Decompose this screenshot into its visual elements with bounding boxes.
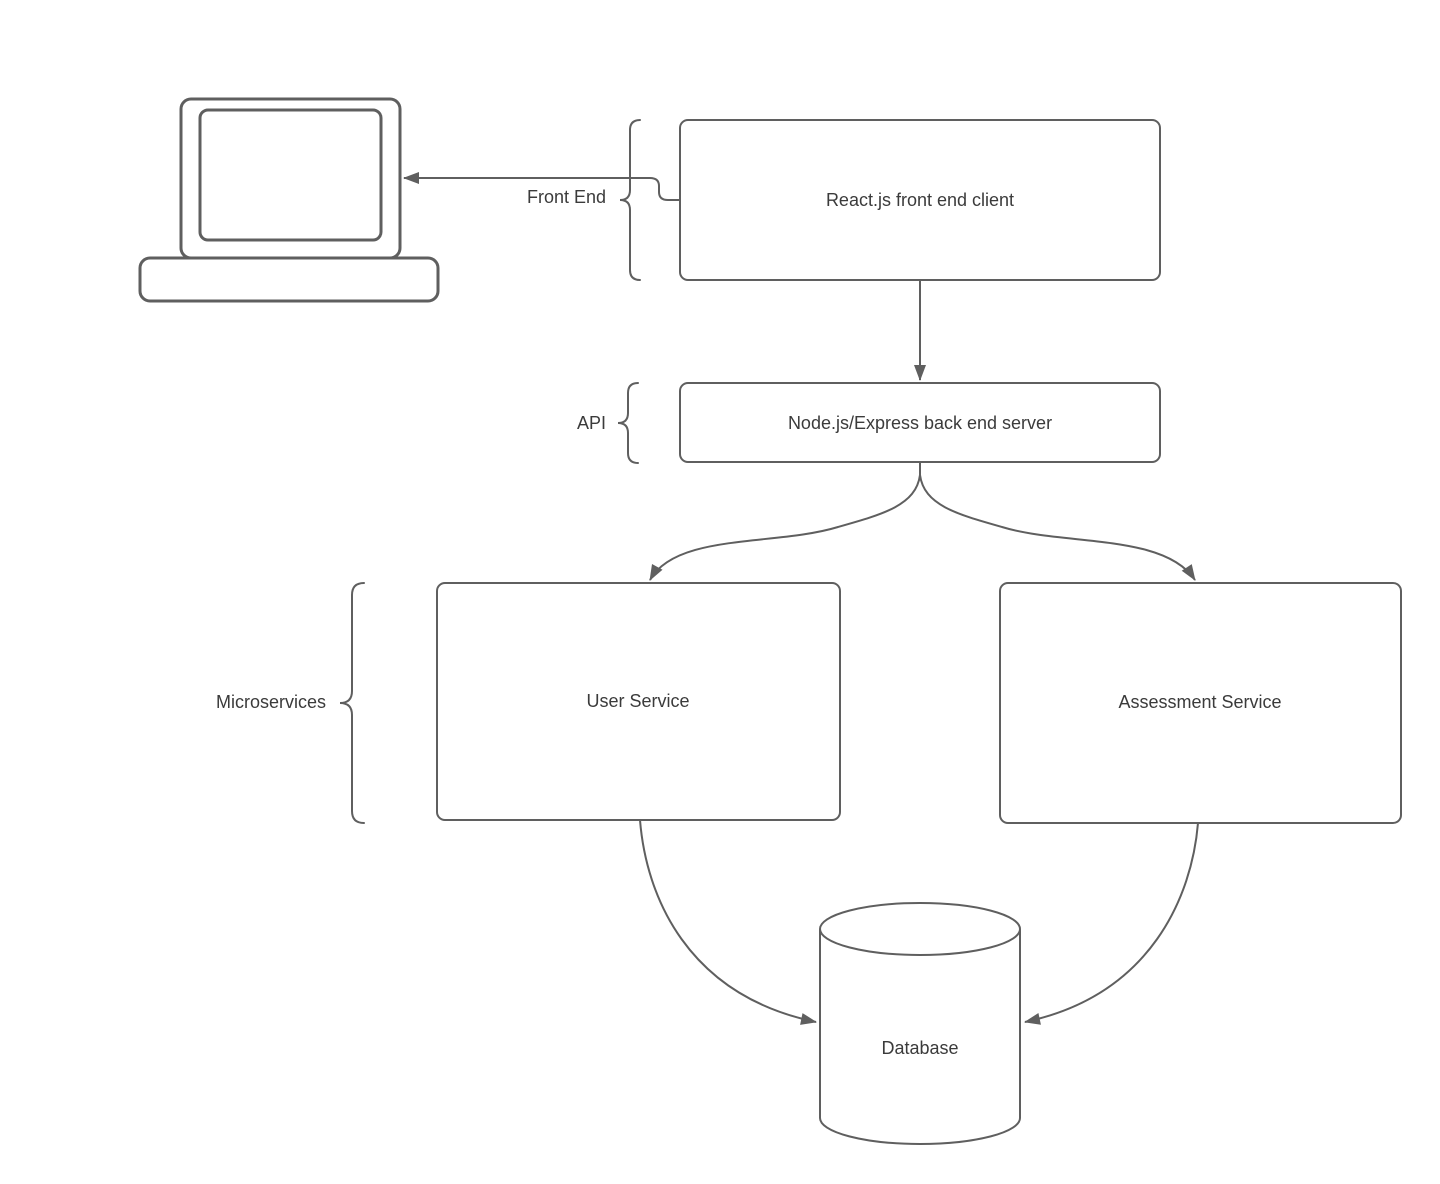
edge-assessment-service-to-database-arrow — [1024, 822, 1199, 1025]
database-cylinder-top — [819, 902, 1021, 956]
api-brace — [617, 382, 639, 464]
node-express-server: Node.js/Express back end server — [679, 382, 1161, 463]
node-user-service: User Service — [436, 582, 841, 821]
microservices-label: Microservices — [216, 692, 326, 712]
assessment-service-label: Assessment Service — [1118, 692, 1281, 712]
api-label: API — [577, 413, 606, 433]
database-label: Database — [881, 1038, 958, 1058]
user-service-label: User Service — [586, 691, 689, 711]
node-assessment-service: Assessment Service — [999, 582, 1402, 824]
node-database: Database — [819, 902, 1021, 1145]
database-cylinder-body — [819, 929, 1021, 1145]
assessment-service-box — [999, 582, 1402, 824]
laptop-icon — [138, 97, 440, 303]
express-server-label: Node.js/Express back end server — [788, 413, 1052, 433]
laptop-screen-inner — [198, 108, 383, 242]
front-end-label: Front End — [527, 187, 606, 207]
user-service-box — [436, 582, 841, 821]
edge-express-to-user-service-arrow — [649, 462, 921, 581]
edge-express-to-assessment-service-arrow — [919, 462, 1196, 581]
laptop-base — [138, 256, 440, 303]
react-client-label: React.js front end client — [826, 190, 1014, 210]
edge-user-service-to-database-arrow — [639, 819, 817, 1025]
microservices-brace — [339, 582, 365, 824]
edge-react-to-laptop-arrow — [403, 172, 680, 201]
node-react-client: React.js front end client — [679, 119, 1161, 281]
front-end-brace — [619, 119, 641, 281]
